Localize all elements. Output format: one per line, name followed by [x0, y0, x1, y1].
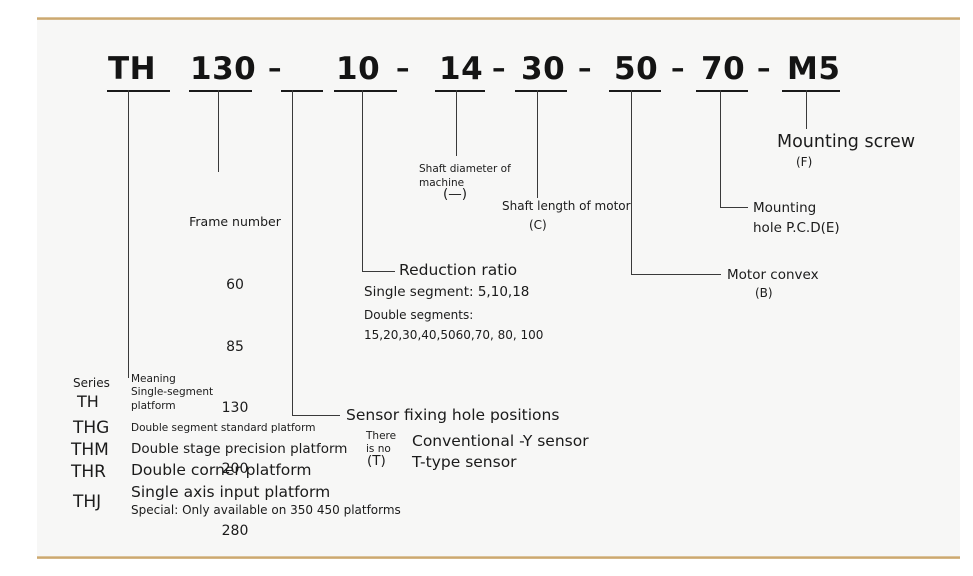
frame-number-block: Frame number 60 85 130 200 280 350 450: [180, 175, 290, 576]
reduction-ratio-single: Single segment: 5,10,18: [364, 284, 530, 300]
sensor-option1-desc: Conventional -Y sensor: [412, 432, 589, 450]
motor-convex-code: (B): [755, 286, 773, 300]
frame-number-value: 85: [226, 338, 244, 355]
code-token-series: TH: [108, 51, 157, 87]
series-desc-th-line2: platform: [131, 400, 176, 412]
series-code-th: TH: [77, 392, 99, 411]
series-desc-thj-note: Special: Only available on 350 450 platf…: [131, 503, 401, 517]
top-border-rule: [37, 17, 960, 20]
leader-frame-vertical: [218, 90, 220, 172]
leader-shaft-length-vertical: [537, 90, 539, 198]
frame-number-value: 200: [221, 461, 249, 478]
series-desc-thr: Double corner platform: [131, 461, 312, 479]
leader-sensor-vertical: [292, 90, 294, 416]
leader-series-vertical: [128, 90, 130, 378]
sensor-option1-code-line1: There: [366, 430, 397, 442]
reduction-ratio-title: Reduction ratio: [399, 261, 518, 279]
code-token-motor-convex: 50: [614, 51, 659, 87]
underline-series: [107, 90, 170, 92]
series-heading: Series: [73, 376, 110, 390]
code-separator-4: –: [578, 53, 592, 84]
code-separator-1: –: [268, 53, 282, 84]
mounting-screw-code: (F): [796, 155, 813, 169]
code-token-mounting-screw: M5: [787, 51, 841, 87]
code-token-ratio: 10: [336, 51, 381, 87]
shaft-diameter-code: (—): [443, 186, 468, 202]
sensor-option2-desc: T-type sensor: [412, 453, 517, 471]
code-token-mounting-pcd: 70: [701, 51, 746, 87]
underline-frame: [189, 90, 252, 92]
mounting-screw-label: Mounting screw: [777, 132, 916, 152]
mounting-pcd-line1: Mounting: [753, 200, 817, 216]
series-code-thg: THG: [73, 418, 110, 438]
motor-convex-label: Motor convex: [727, 267, 819, 283]
code-token-shaft-diameter: 14: [439, 51, 484, 87]
underline-mounting-screw: [782, 90, 840, 92]
underline-ratio-dash: [281, 90, 323, 92]
leader-mounting-screw-vertical: [806, 90, 808, 129]
leader-sensor-horizontal: [292, 415, 340, 417]
series-desc-thm: Double stage precision platform: [131, 441, 348, 457]
sensor-title: Sensor fixing hole positions: [346, 406, 560, 424]
underline-shaft-diameter: [435, 90, 485, 92]
shaft-diameter-line2: machine: [419, 177, 465, 189]
code-token-shaft-length: 30: [521, 51, 566, 87]
reduction-ratio-double-values: 15,20,30,40,5060,70, 80, 100: [364, 328, 544, 342]
bottom-border-rule: [37, 556, 960, 559]
leader-shaft-diameter-vertical: [456, 90, 458, 156]
shaft-diameter-line1: Shaft diameter of: [419, 163, 511, 175]
mounting-pcd-line2: hole P.C.D(E): [753, 220, 840, 236]
leader-mounting-pcd-horizontal: [720, 207, 748, 209]
leader-mounting-pcd-vertical: [720, 90, 722, 208]
leader-ratio-horizontal: [362, 271, 395, 273]
frame-number-value: 60: [226, 277, 244, 294]
sensor-option2-code: (T): [367, 453, 386, 469]
code-separator-5: –: [671, 53, 685, 84]
underline-mounting-pcd: [696, 90, 748, 92]
series-code-thj: THJ: [73, 492, 102, 512]
series-desc-thg: Double segment standard platform: [131, 422, 316, 434]
code-separator-3: –: [492, 53, 506, 84]
series-code-thm: THM: [71, 440, 109, 460]
leader-motor-convex-horizontal: [631, 274, 721, 276]
leader-motor-convex-vertical: [631, 90, 633, 275]
code-separator-6: –: [757, 53, 771, 84]
underline-shaft-length: [515, 90, 567, 92]
frame-number-value: 130: [221, 399, 249, 416]
series-desc-th-line1: Single-segment: [131, 386, 214, 398]
leader-ratio-vertical: [362, 90, 364, 272]
frame-number-value: 280: [221, 522, 249, 539]
underline-ratio: [334, 90, 397, 92]
shaft-length-label: Shaft length of motor: [502, 199, 631, 213]
shaft-length-code: (C): [529, 218, 547, 232]
frame-number-heading: Frame number: [189, 214, 281, 230]
meaning-heading: Meaning: [131, 373, 176, 385]
underline-motor-convex: [609, 90, 661, 92]
code-token-frame: 130: [190, 51, 257, 87]
series-code-thr: THR: [71, 462, 106, 482]
sensor-option1-code-line2: is no: [366, 443, 391, 455]
reduction-ratio-double-label: Double segments:: [364, 308, 474, 322]
code-separator-2: –: [396, 53, 410, 84]
series-desc-thj: Single axis input platform: [131, 483, 331, 501]
